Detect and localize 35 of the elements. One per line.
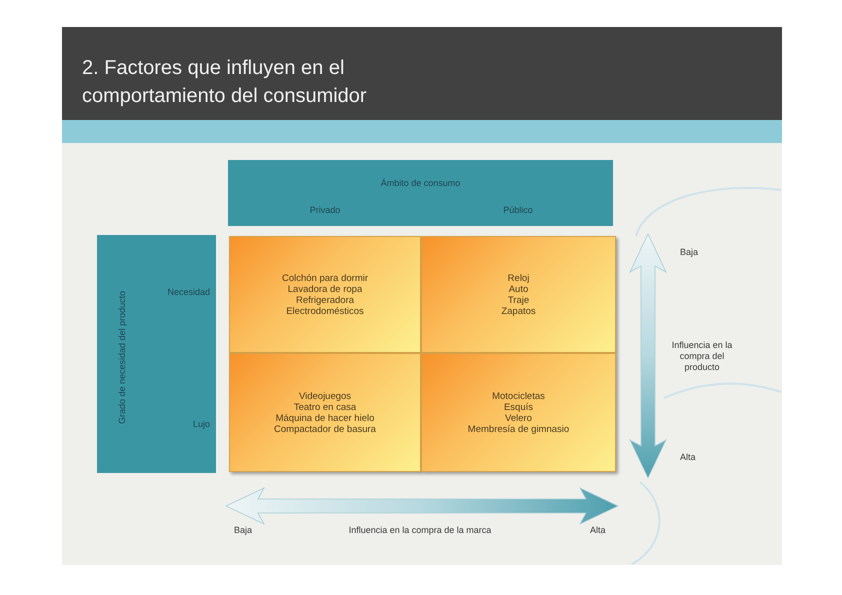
column-heading: Privado [308,205,342,216]
product-label: Colchón para dormir [282,272,368,284]
axis-end-label: Alta [680,452,696,463]
axis-end-label: Alta [590,525,606,536]
product-label: Membresía de gimnasio [468,424,570,434]
axis-title: Influencia en la compra del producto [670,340,734,373]
column-heading: Público [502,205,534,216]
product-label: Máquina de hacer hielo [276,412,374,424]
product-label: Compactador de basura [274,424,376,434]
product-label: Teatro en casa [294,402,356,412]
product-label: Lavadora de ropa [288,284,362,294]
product-label: Electrodomésticos [286,306,364,316]
slide-title: 2. Factores que influyen en el comportamiento del consumidor [82,56,368,109]
quadrant-panel [421,236,616,353]
quadrant-panel [229,236,421,353]
row-heading: Necesidad [166,287,210,298]
product-label: Zapatos [501,306,536,316]
product-label: Motocicletas [492,390,545,402]
quadrant-panel [421,353,616,472]
product-label: Traje [508,294,530,306]
axis-end-label: Baja [234,525,252,536]
product-label: Refrigeradora [296,294,354,306]
product-label: Velero [505,412,532,424]
band-heading: Grado de necesidad del producto [117,289,128,426]
product-label: Videojuegos [298,390,352,402]
band-heading: Ámbito de consumo [380,178,462,189]
product-label: Auto [508,284,528,294]
axis-title: Influencia en la compra de la marca [348,525,492,536]
quadrant-panel [229,353,421,472]
product-label: Esquís [504,402,534,412]
header-band [228,160,613,226]
side-band [97,235,216,473]
axis-end-label: Baja [680,247,698,258]
product-label: Reloj [508,272,530,284]
row-heading: Lujo [192,419,210,430]
